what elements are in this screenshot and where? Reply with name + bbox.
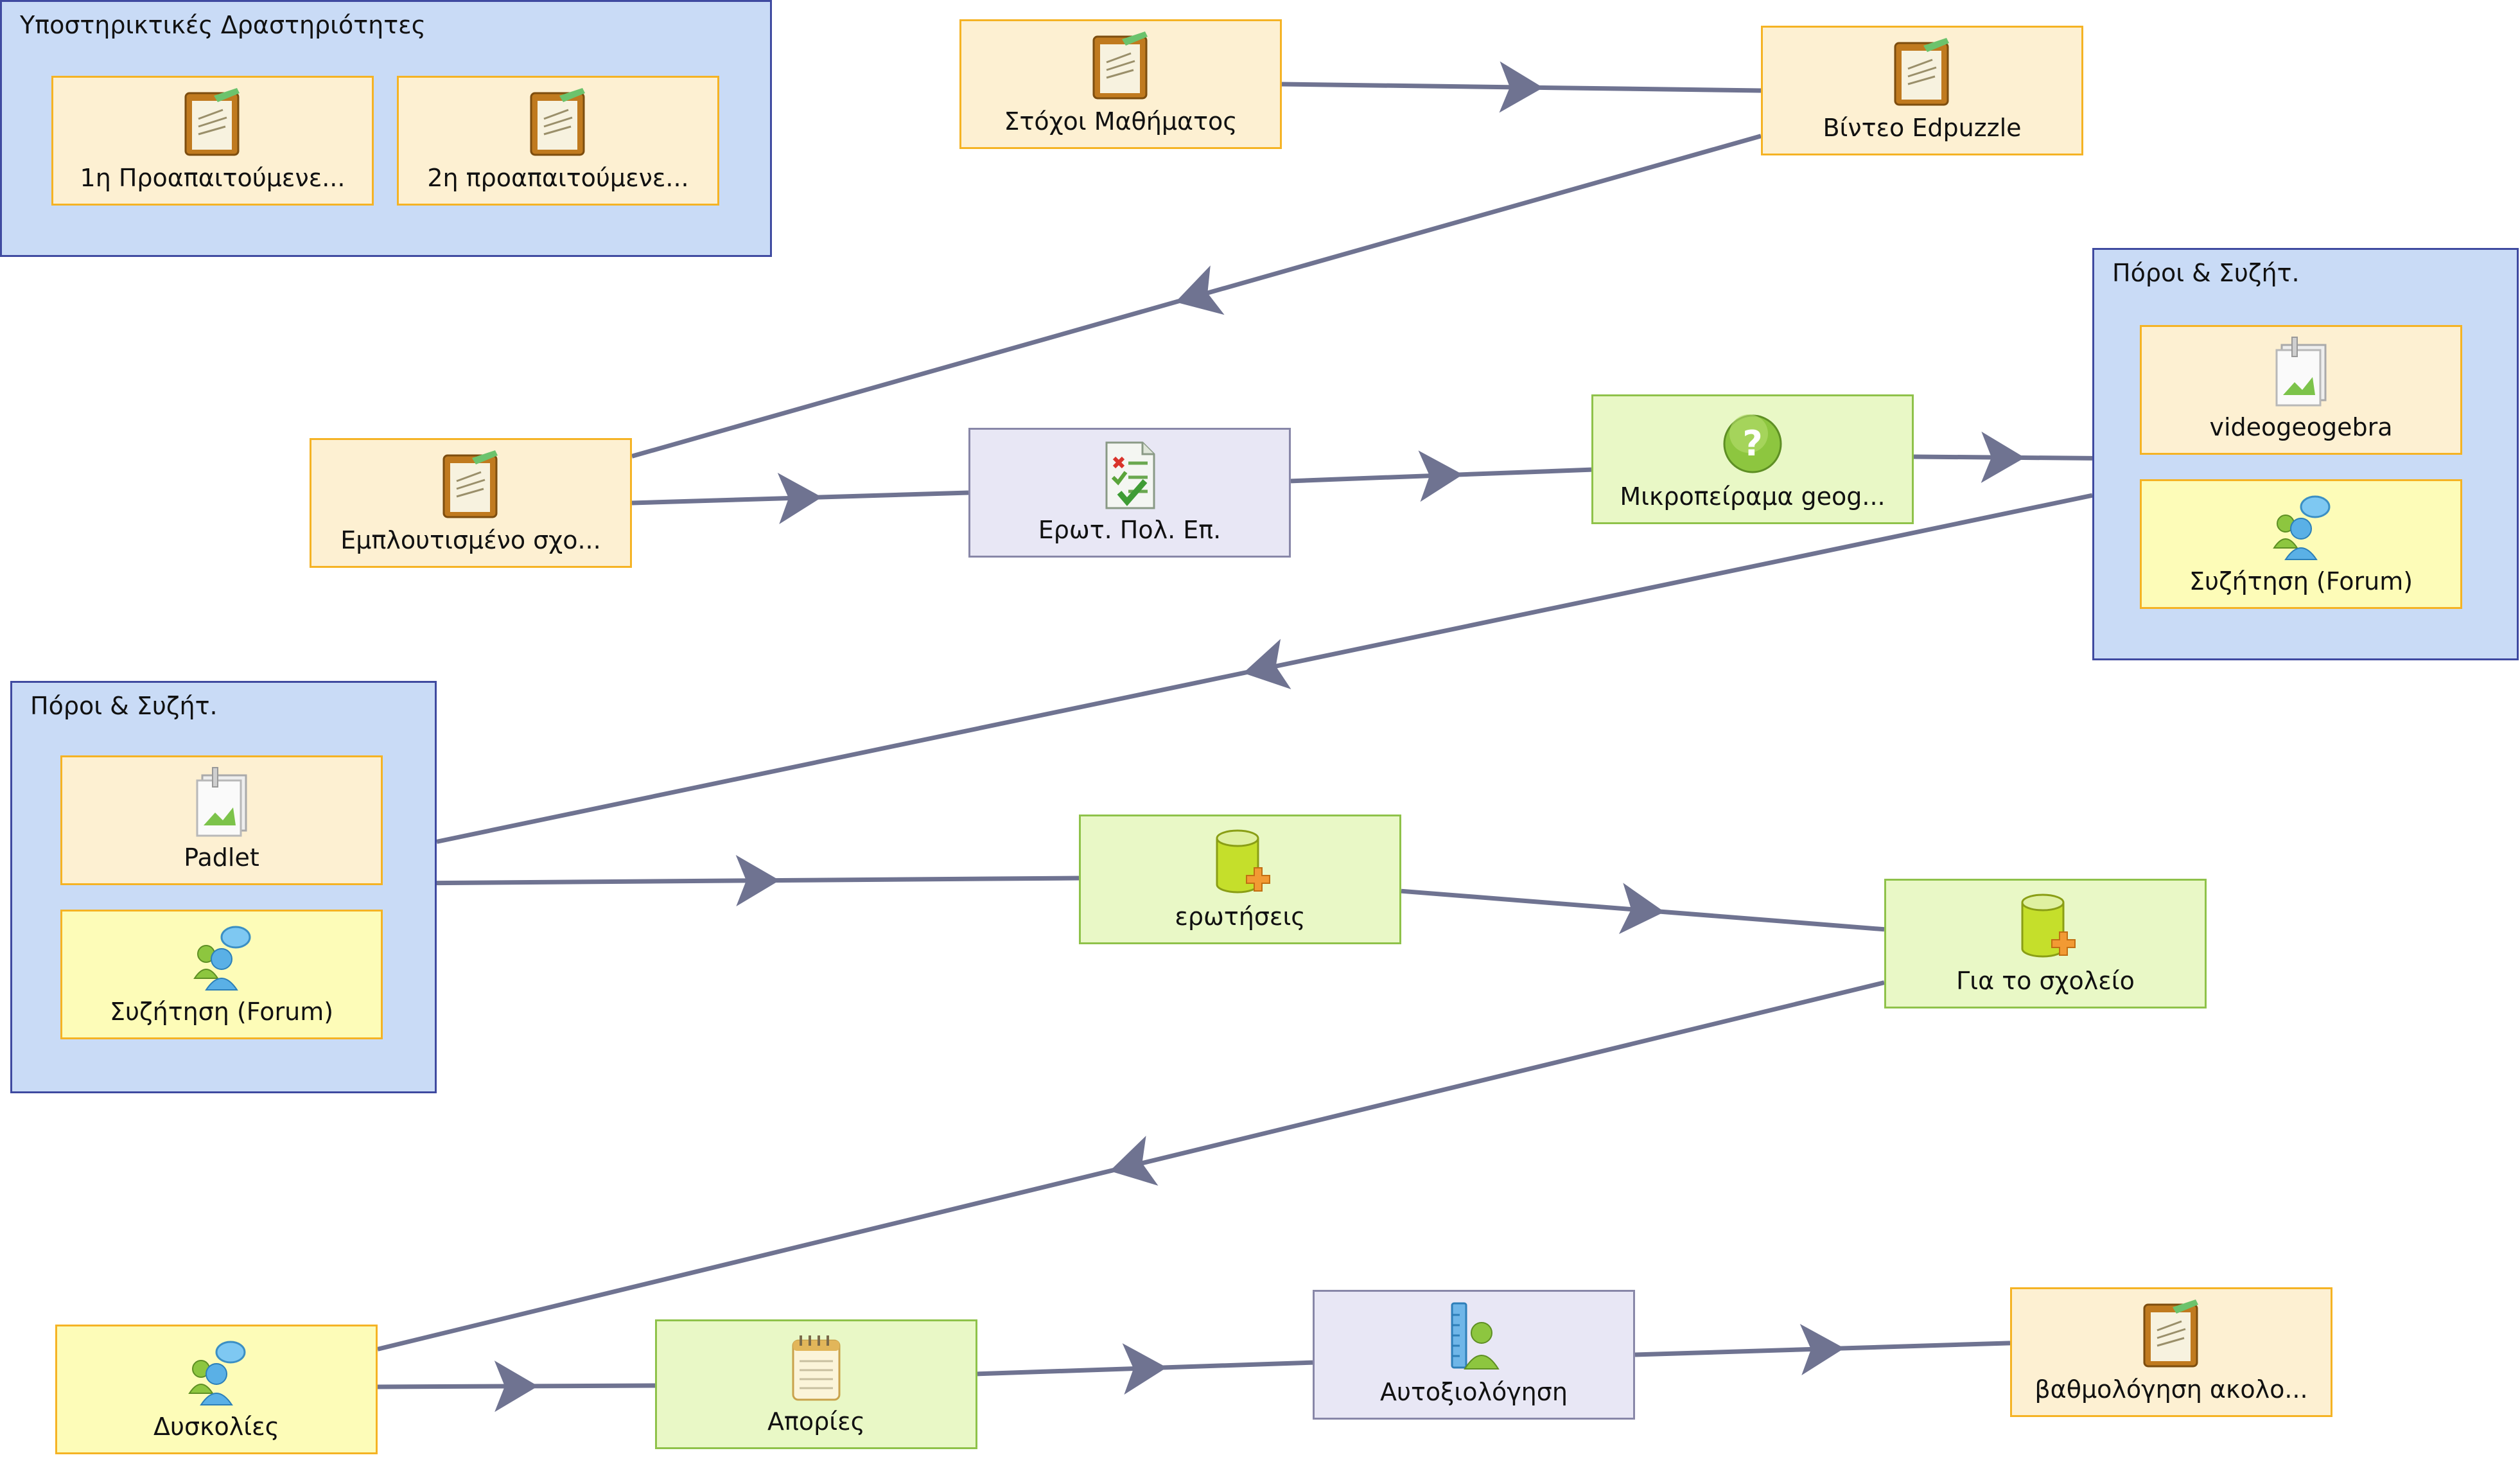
database-icon [1216, 829, 1270, 894]
clipboard-icon [2143, 1299, 2198, 1368]
arrowhead [1618, 883, 1665, 935]
arrowhead [1122, 1343, 1167, 1395]
forum-icon [188, 1341, 246, 1406]
edge-n_enriched-to-n_mcq [631, 473, 969, 525]
edge-n_questions-to-n_school [1401, 883, 1885, 935]
node-label: Δυσκολίες [153, 1413, 279, 1441]
node-edpuzzle-video[interactable]: Βίντεο Edpuzzle [1761, 26, 2083, 155]
forum-icon [2273, 495, 2331, 561]
arrowhead [1243, 639, 1291, 689]
node-enriched-plan[interactable]: Εμπλουτισμένο σχο... [310, 438, 632, 568]
arrowhead [735, 855, 780, 907]
assessment-icon [1451, 1302, 1500, 1370]
node-difficulties-forum[interactable]: Δυσκολίες [55, 1325, 378, 1454]
notebook-icon [792, 1335, 841, 1401]
node-label: Για το σχολείο [1956, 967, 2135, 996]
clipboard-icon [184, 88, 240, 156]
node-doubts-notebook[interactable]: Απορίες [655, 1319, 977, 1449]
node-label: Εμπλουτισμένο σχο... [340, 526, 601, 555]
forum-icon [193, 926, 251, 991]
node-label: Ερωτ. Πολ. Επ. [1038, 516, 1221, 545]
node-prerequisite-1[interactable]: 1η Προαπαιτούμενε... [51, 76, 374, 206]
node-label: Στόχοι Μαθήματος [1004, 107, 1238, 136]
group-title: Πόροι & Συζήτ. [30, 692, 218, 720]
edge-n_difficulties-to-n_doubts [377, 1361, 656, 1413]
svg-text:?: ? [1742, 423, 1762, 464]
arrowhead [494, 1361, 538, 1413]
arrowhead [1499, 61, 1543, 113]
node-label: Απορίες [767, 1407, 865, 1436]
arrowhead [1109, 1136, 1159, 1186]
node-padlet[interactable]: Padlet [60, 755, 383, 885]
edge-n_goals-to-n_edpuzzle [1281, 61, 1762, 113]
quiz-icon [1105, 441, 1155, 509]
node-lesson-goals[interactable]: Στόχοι Μαθήματος [959, 19, 1282, 149]
node-label: Αυτοξιολόγηση [1380, 1378, 1568, 1407]
node-label: videogeogebra [2209, 413, 2393, 442]
arrowhead [1981, 431, 2025, 483]
group-title: Πόροι & Συζήτ. [2112, 259, 2300, 287]
node-videogeogebra[interactable]: videogeogebra [2140, 325, 2462, 455]
node-label: 1η Προαπαιτούμενε... [80, 164, 346, 193]
node-geogebra-microexperiment[interactable]: ? Μικροπείραμα geog... [1591, 394, 1914, 524]
clipboard-icon [1092, 31, 1148, 100]
clipboard-icon [530, 88, 585, 156]
node-forum-left[interactable]: Συζήτηση (Forum) [60, 910, 383, 1039]
resource-icon [196, 767, 247, 837]
node-for-school-database[interactable]: Για το σχολείο [1884, 879, 2207, 1008]
node-label: ερωτήσεις [1175, 903, 1306, 931]
edge-n_edpuzzle-to-n_enriched [631, 134, 1762, 459]
node-label: Βίντεο Edpuzzle [1823, 114, 2022, 143]
node-label: 2η προαπαιτούμενε... [427, 164, 689, 193]
node-forum-right[interactable]: Συζήτηση (Forum) [2140, 479, 2462, 609]
edge-g_res1-to-g_res2 [436, 493, 2093, 844]
node-multiple-choice-quiz[interactable]: Ερωτ. Πολ. Επ. [968, 428, 1291, 558]
edge-n_mcq-to-n_micro [1290, 450, 1592, 502]
clipboard-icon [1894, 38, 1949, 106]
node-grading-tracking[interactable]: βαθμολόγηση ακολο... [2010, 1287, 2332, 1417]
resource-icon [2275, 337, 2327, 407]
edge-g_res2-to-n_questions [436, 855, 1080, 907]
arrowhead [1799, 1324, 1844, 1375]
node-self-assessment[interactable]: Αυτοξιολόγηση [1313, 1290, 1635, 1420]
database-icon [2021, 894, 2076, 958]
group-title: Υποστηρικτικές Δραστηριότητες [20, 11, 426, 39]
question-icon: ? [1723, 414, 1782, 473]
clipboard-icon [442, 450, 498, 518]
node-questions-database[interactable]: ερωτήσεις [1079, 815, 1401, 944]
node-label: Συζήτηση (Forum) [109, 998, 334, 1026]
arrowhead [777, 473, 822, 525]
edge-n_micro-to-g_res1 [1913, 431, 2093, 483]
node-prerequisite-2[interactable]: 2η προαπαιτούμενε... [397, 76, 719, 206]
node-label: Padlet [184, 843, 259, 872]
edge-n_doubts-to-n_selfeval [977, 1343, 1313, 1395]
edge-n_selfeval-to-n_grading [1634, 1324, 2011, 1375]
arrowhead [1418, 450, 1463, 502]
arrowhead [1175, 265, 1225, 315]
node-label: Μικροπείραμα geog... [1620, 482, 1886, 511]
node-label: βαθμολόγηση ακολο... [2034, 1375, 2308, 1404]
node-label: Συζήτηση (Forum) [2189, 567, 2413, 596]
edge-n_school-to-n_difficulties [377, 980, 1885, 1352]
